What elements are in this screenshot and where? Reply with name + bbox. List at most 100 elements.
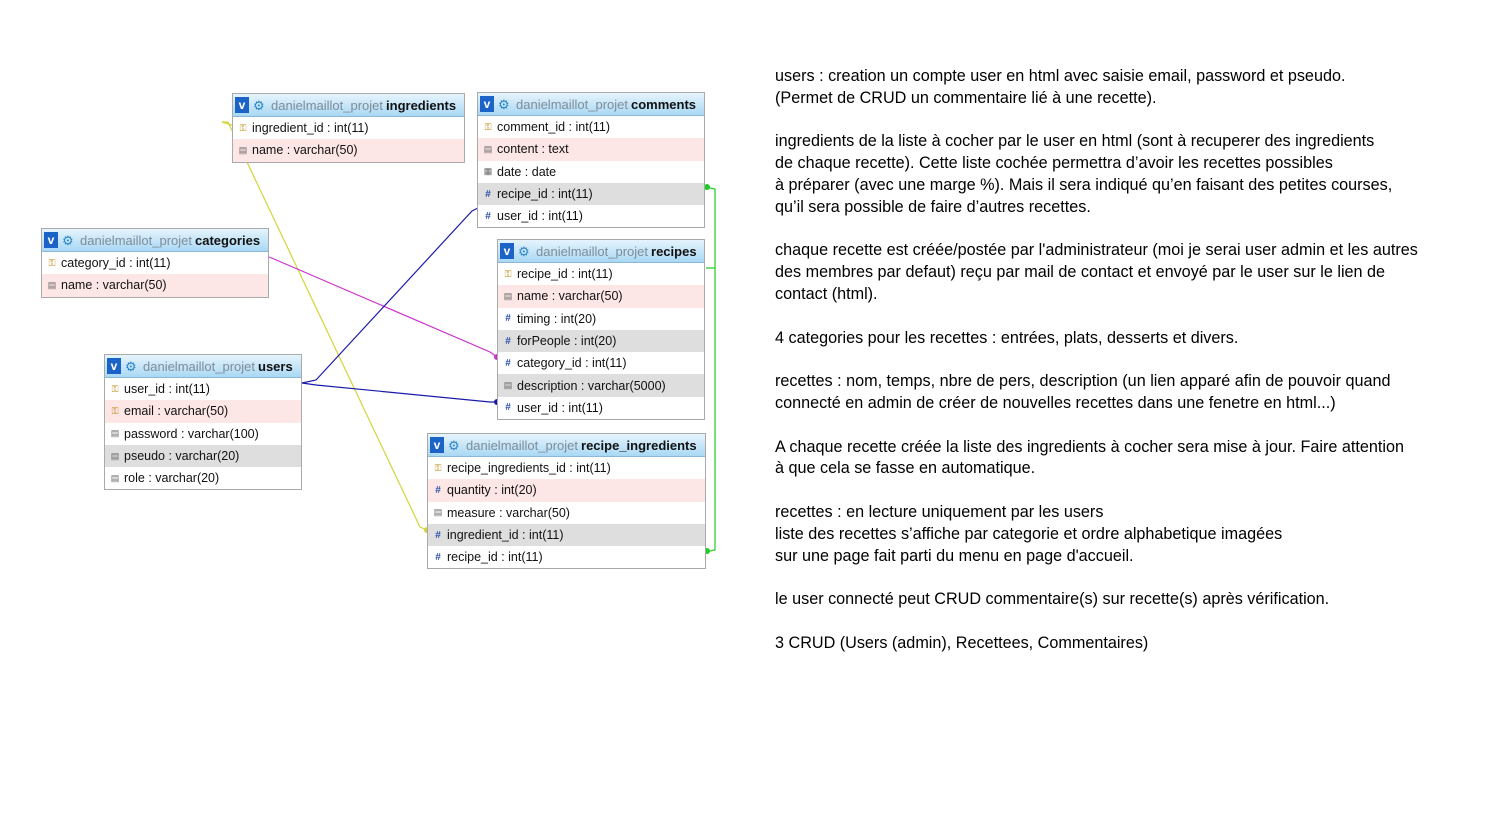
column-label: pseudo : varchar(20): [124, 449, 240, 464]
column-row[interactable]: #user_id : int(11): [478, 205, 704, 227]
column-label: role : varchar(20): [124, 471, 220, 486]
column-row[interactable]: ▦date : date: [478, 161, 704, 183]
column-row[interactable]: #forPeople : int(20): [498, 329, 704, 353]
table-name: users: [258, 358, 293, 374]
table-name: recipe_ingredients: [581, 437, 697, 453]
column-label: comment_id : int(11): [497, 120, 611, 135]
table-name: comments: [631, 96, 697, 112]
column-row[interactable]: ▤description : varchar(5000): [498, 374, 704, 397]
note-paragraph: chaque recette est créée/postée par l'ad…: [775, 240, 1495, 305]
table-header[interactable]: v ⚙ danielmaillot_projet users: [105, 355, 301, 378]
toggle-icon[interactable]: v: [235, 97, 249, 113]
note-line: liste des recettes s’affiche par categor…: [775, 524, 1283, 543]
table-users[interactable]: v ⚙ danielmaillot_projet users ⚿user_id …: [104, 354, 302, 491]
numeric-column-icon: #: [505, 402, 511, 414]
column-row[interactable]: ⚿email : varchar(50): [105, 400, 301, 423]
numeric-column-icon: #: [435, 484, 441, 496]
note-line: ingredients de la liste à cocher par le …: [775, 132, 1375, 151]
key-icon: ⚿: [239, 122, 247, 133]
database-name: danielmaillot_projet: [271, 97, 384, 113]
key-icon: ⚿: [484, 121, 492, 132]
calendar-icon: ▦: [483, 166, 493, 177]
column-label: ingredient_id : int(11): [252, 121, 369, 136]
column-row[interactable]: ⚿user_id : int(11): [105, 378, 301, 400]
table-header[interactable]: v ⚙ danielmaillot_projet recipe_ingredie…: [428, 434, 705, 457]
note-line: qu’il sera possible de faire d’autres re…: [775, 197, 1091, 216]
note-line: des membres par defaut) reçu par mail de…: [775, 263, 1386, 282]
column-label: name : varchar(50): [517, 289, 623, 304]
text-column-icon: ▤: [503, 290, 513, 301]
note-paragraph: ingredients de la liste à cocher par le …: [775, 131, 1495, 218]
relation-category: [268, 256, 498, 358]
toggle-icon[interactable]: v: [500, 243, 514, 259]
column-label: email : varchar(50): [124, 404, 229, 419]
column-row[interactable]: #ingredient_id : int(11): [428, 523, 705, 547]
column-label: recipe_id : int(11): [497, 187, 593, 202]
column-row[interactable]: #user_id : int(11): [498, 397, 704, 419]
column-row[interactable]: ⚿recipe_ingredients_id : int(11): [428, 457, 705, 479]
column-row[interactable]: ▤role : varchar(20): [105, 467, 301, 489]
column-row[interactable]: ⚿recipe_id : int(11): [498, 263, 704, 285]
column-row[interactable]: #recipe_id : int(11): [428, 546, 705, 568]
note-paragraph: A chaque recette créée la liste des ingr…: [775, 437, 1495, 481]
column-label: name : varchar(50): [252, 143, 358, 158]
column-row[interactable]: ▤pseudo : varchar(20): [105, 444, 301, 468]
note-line: à préparer (avec une marge %). Mais il s…: [775, 175, 1393, 194]
table-header[interactable]: v ⚙ danielmaillot_projet comments: [478, 93, 704, 116]
note-line: à que cela se fasse en automatique.: [775, 459, 1036, 478]
column-label: recipe_id : int(11): [447, 550, 543, 565]
column-row[interactable]: ▤content : text: [478, 138, 704, 161]
gear-icon[interactable]: ⚙: [62, 232, 74, 248]
text-column-icon: ▤: [110, 428, 120, 439]
table-categories[interactable]: v ⚙ danielmaillot_projet categories ⚿cat…: [41, 228, 269, 298]
column-row[interactable]: ⚿category_id : int(11): [42, 252, 268, 274]
notes-panel: users : creation un compte user en html …: [775, 66, 1495, 676]
column-label: name : varchar(50): [61, 278, 167, 293]
relation-recipe-user: [301, 382, 497, 403]
note-line: (Permet de CRUD un commentaire lié à une…: [775, 88, 1157, 107]
note-line: recettes : nom, temps, nbre de pers, des…: [775, 372, 1391, 391]
gear-icon[interactable]: ⚙: [125, 358, 137, 374]
column-label: category_id : int(11): [61, 256, 171, 271]
relation-comment-recipe: [704, 186, 716, 269]
column-row[interactable]: #category_id : int(11): [498, 352, 704, 374]
note-paragraph: 4 categories pour les recettes : entrées…: [775, 328, 1495, 350]
database-name: danielmaillot_projet: [466, 437, 579, 453]
note-paragraph: users : creation un compte user en html …: [775, 66, 1495, 110]
column-label: measure : varchar(50): [447, 505, 570, 520]
column-row[interactable]: #recipe_id : int(11): [478, 182, 704, 206]
gear-icon[interactable]: ⚙: [448, 437, 460, 453]
gear-icon[interactable]: ⚙: [498, 96, 510, 112]
toggle-icon[interactable]: v: [44, 232, 58, 248]
note-line: 3 CRUD (Users (admin), Recettees, Commen…: [775, 633, 1149, 652]
column-row[interactable]: ⚿ comment_id : int(11): [478, 116, 704, 138]
table-comments[interactable]: v ⚙ danielmaillot_projet comments ⚿ comme…: [477, 92, 705, 229]
column-row[interactable]: #timing : int(20): [498, 308, 704, 330]
note-line: A chaque recette créée la liste des ingr…: [775, 437, 1404, 456]
column-row[interactable]: ⚿ ingredient_id : int(11): [233, 117, 464, 139]
toggle-icon[interactable]: v: [107, 358, 121, 374]
note-paragraph: le user connecté peut CRUD commentaire(s…: [775, 589, 1495, 611]
column-label: recipe_id : int(11): [517, 267, 613, 282]
toggle-icon[interactable]: v: [480, 96, 494, 112]
text-column-icon: ▤: [503, 380, 513, 391]
gear-icon[interactable]: ⚙: [518, 243, 530, 259]
text-column-icon: ▤: [47, 279, 57, 290]
column-row[interactable]: ▤password : varchar(100): [105, 423, 301, 445]
column-row[interactable]: ▤ name : varchar(50): [498, 285, 704, 308]
table-recipe-ingredients[interactable]: v ⚙ danielmaillot_projet recipe_ingredie…: [427, 433, 706, 570]
table-header[interactable]: v ⚙ danielmaillot_projet ingredients: [233, 94, 464, 117]
table-recipes[interactable]: v ⚙ danielmaillot_projet recipes ⚿recipe…: [497, 239, 705, 421]
table-header[interactable]: v ⚙ danielmaillot_projet recipes: [498, 240, 704, 263]
table-ingredients[interactable]: v ⚙ danielmaillot_projet ingredients ⚿ in…: [232, 93, 465, 163]
toggle-icon[interactable]: v: [430, 437, 444, 453]
column-row[interactable]: ▤ name : varchar(50): [42, 274, 268, 297]
numeric-column-icon: #: [505, 313, 511, 325]
column-row[interactable]: ▤measure : varchar(50): [428, 502, 705, 524]
column-row[interactable]: #quantity : int(20): [428, 479, 705, 502]
text-column-icon: ▤: [483, 143, 493, 154]
column-row[interactable]: ▤name : varchar(50): [233, 139, 464, 162]
gear-icon[interactable]: ⚙: [253, 97, 265, 113]
table-header[interactable]: v ⚙ danielmaillot_projet categories: [42, 229, 268, 252]
numeric-column-icon: #: [505, 357, 511, 369]
